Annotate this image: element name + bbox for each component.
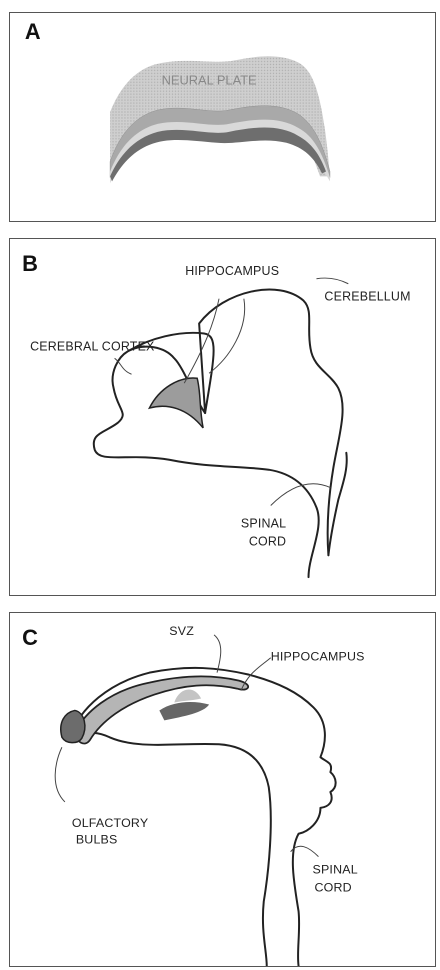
panel-a-drawing: A NEURAL PLATE (10, 13, 435, 221)
svz-label: SVZ (169, 624, 194, 638)
panel-c-drawing: C SVZ HIPPOCAMPUS OLFACTORY BULBS SPINAL… (10, 613, 435, 966)
spinal-label-c: SPINAL (312, 863, 357, 877)
panel-b-drawing: B HIPPOCAMPUS CEREBRAL CORTEX CEREBELLUM… (10, 239, 435, 595)
olfactory-bulb (61, 710, 85, 742)
cord-label: CORD (249, 534, 286, 548)
hippocampus-label-c: HIPPOCAMPUS (271, 650, 365, 664)
bulbs-label: BULBS (76, 833, 118, 847)
hippocampus-arrow-2 (209, 299, 245, 374)
panel-c-letter: C (22, 625, 38, 650)
cerebellum-arrow (316, 278, 348, 284)
olfactory-label: OLFACTORY (72, 816, 148, 830)
panel-b: B HIPPOCAMPUS CEREBRAL CORTEX CEREBELLUM… (9, 238, 436, 596)
spinal-arrow (271, 484, 331, 506)
panel-c: C SVZ HIPPOCAMPUS OLFACTORY BULBS SPINAL… (9, 612, 436, 967)
hippocampus-label: HIPPOCAMPUS (185, 264, 279, 278)
lateral-ventricle (149, 378, 203, 428)
neural-plate-label: NEURAL PLATE (162, 72, 257, 87)
cerebellum-label: CEREBELLUM (324, 290, 410, 304)
panel-b-letter: B (22, 251, 38, 276)
svz-arrow (214, 635, 221, 673)
spinal-label: SPINAL (241, 516, 286, 530)
cord-label-c: CORD (314, 880, 351, 894)
olfactory-arrow (55, 747, 65, 802)
panel-a: A NEURAL PLATE (9, 12, 436, 222)
hippocampus-upper (174, 690, 201, 703)
embryonic-brain-outline (94, 290, 343, 578)
hippocampus-lower (159, 702, 209, 720)
cortex-arrow (115, 358, 132, 374)
panel-a-letter: A (25, 19, 41, 44)
brain-base-outline (80, 733, 271, 966)
spinal-cord-outline (328, 453, 346, 555)
spinal-arrow-c (291, 846, 319, 856)
cerebral-cortex-label: CEREBRAL CORTEX (30, 339, 155, 353)
